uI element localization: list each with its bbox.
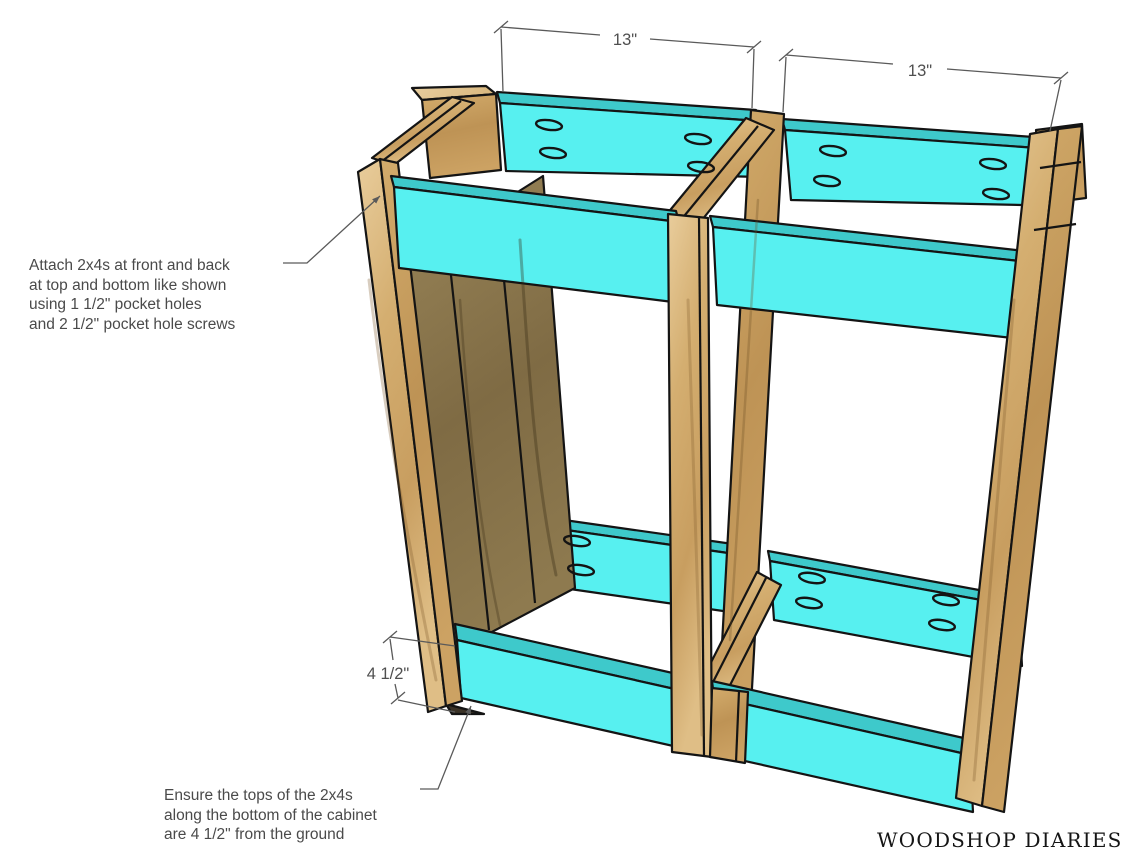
ground-note-line-1: Ensure the tops of the 2x4s (164, 787, 353, 804)
front-left-post (356, 157, 464, 714)
cabinet-structure (356, 84, 1088, 814)
leader-ground-note (420, 705, 472, 790)
attach-note-line-1: Attach 2x4s at front and back (29, 257, 230, 274)
top-front-rail-right (708, 214, 1041, 343)
attach-note-line-2: at top and bottom like shown (29, 276, 227, 294)
dim-label-bottom-clearance: 4 1/2" (367, 665, 410, 683)
bottom-front-rail-right (710, 679, 975, 814)
middle-front-post (666, 212, 714, 759)
ground-note-line-2: along the bottom of the cabinet (164, 806, 377, 824)
back-right-post (980, 124, 1084, 814)
dimension-lines (283, 20, 1069, 790)
dimension-bottom-clearance (382, 630, 456, 713)
top-back-rail-left (495, 90, 764, 179)
top-front-rail-left (389, 174, 683, 305)
leader-attach-note (283, 195, 381, 264)
middle-back-post-foot (708, 686, 750, 765)
ground-note-line-3: are 4 1/2" from the ground (164, 826, 345, 843)
dim-label-right-bay: 13" (908, 62, 932, 80)
attach-note-line-3: using 1 1/2" pocket holes (29, 296, 202, 313)
ground-note: Ensure the tops of the 2x4s along the bo… (164, 786, 377, 845)
attach-note: Attach 2x4s at front and back at top and… (29, 256, 235, 334)
top-back-rail-right (780, 117, 1070, 208)
pocket-holes (534, 118, 1011, 632)
bottom-front-rail-left (453, 622, 693, 752)
attach-note-line-4: and 2 1/2" pocket hole screws (29, 315, 236, 333)
shadow-wedge (444, 702, 486, 716)
dimension-left-bay (493, 20, 762, 109)
dim-label-left-bay: 13" (613, 31, 637, 49)
wood-grain (367, 198, 1016, 782)
watermark: WOODSHOP DIARIES (877, 828, 1123, 852)
dimension-right-bay (778, 48, 1069, 132)
